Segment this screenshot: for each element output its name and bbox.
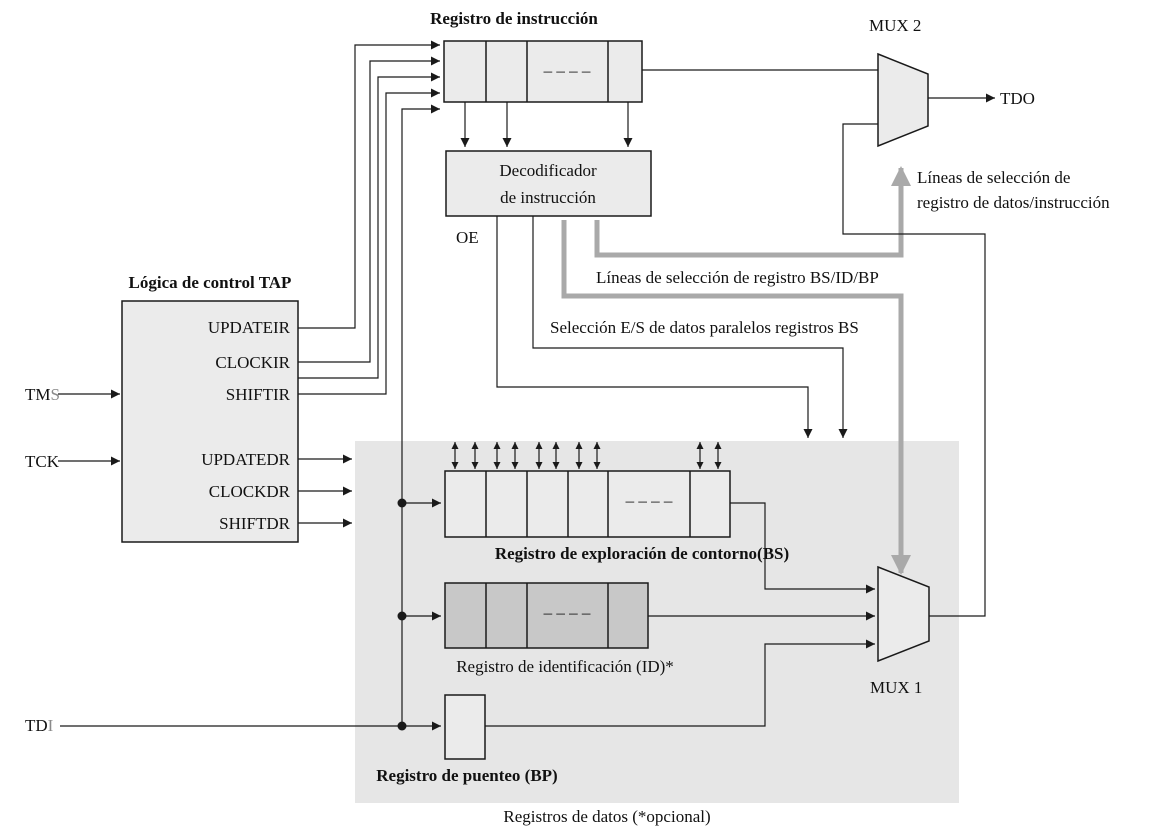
clockdr-label: CLOCKDR	[209, 482, 291, 501]
tap-control-logic	[121, 300, 299, 543]
junction-dot-bs	[397, 498, 407, 508]
parallel-io-label: Selección E/S de datos paralelos registr…	[550, 318, 859, 337]
mux1-shape	[877, 565, 930, 663]
junction-dot-bp	[397, 721, 407, 731]
id-register-title: Registro de identificación (ID)*	[456, 657, 674, 676]
bs-parallel-io-arrows	[451, 442, 722, 469]
bs-register-title: Registro de exploración de contorno(BS)	[495, 544, 789, 563]
instruction-register	[443, 40, 643, 103]
tdi-bus	[60, 104, 441, 731]
shiftdr-label: SHIFTDR	[219, 514, 291, 533]
id-register-dashes: – – – –	[543, 603, 591, 622]
data-registers-caption: Registros de datos (*opcional)	[503, 807, 710, 826]
mux1-to-mux2-line	[842, 123, 986, 617]
decoder-label-1: Decodificador	[499, 161, 597, 180]
select-lines-label-1: Líneas de selección de	[917, 168, 1070, 187]
instruction-register-dashes: – – – –	[543, 61, 591, 80]
ir-control-lines	[298, 40, 440, 395]
updatedr-label: UPDATEDR	[201, 450, 290, 469]
ir-to-decoder-arrows	[460, 102, 633, 147]
id-register	[444, 582, 649, 649]
decoder-label-2: de instrucción	[500, 188, 596, 207]
dr-control-lines	[298, 454, 352, 528]
mux2-shape	[877, 52, 929, 148]
tap-logic-title: Lógica de control TAP	[129, 273, 292, 292]
tdo-label: TDO	[1000, 89, 1035, 108]
decoder-control-lines	[496, 216, 848, 438]
junction-dot-id	[397, 611, 407, 621]
mux1-label: MUX 1	[870, 678, 922, 697]
mux2-label: MUX 2	[869, 16, 921, 35]
instruction-decoder	[445, 150, 652, 217]
register-outputs	[485, 502, 875, 727]
clockir-label: CLOCKIR	[215, 353, 290, 372]
tdi-label: TDI	[25, 716, 54, 735]
select-lines-wide	[561, 166, 911, 575]
bp-register	[444, 694, 486, 760]
shiftir-label: SHIFTIR	[226, 385, 291, 404]
tck-label: TCK	[25, 452, 60, 471]
bs-register-dashes: – – – –	[625, 491, 673, 510]
select-lines-label-2: registro de datos/instrucción	[917, 193, 1110, 212]
oe-label: OE	[456, 228, 479, 247]
tms-label: TMS	[25, 385, 60, 404]
instruction-register-title: Registro de instrucción	[430, 9, 598, 28]
bs-id-bp-lines-label: Líneas de selección de registro BS/ID/BP	[596, 268, 879, 287]
updateir-label: UPDATEIR	[208, 318, 291, 337]
bp-register-title: Registro de puenteo (BP)	[376, 766, 557, 785]
bs-register	[444, 470, 731, 538]
